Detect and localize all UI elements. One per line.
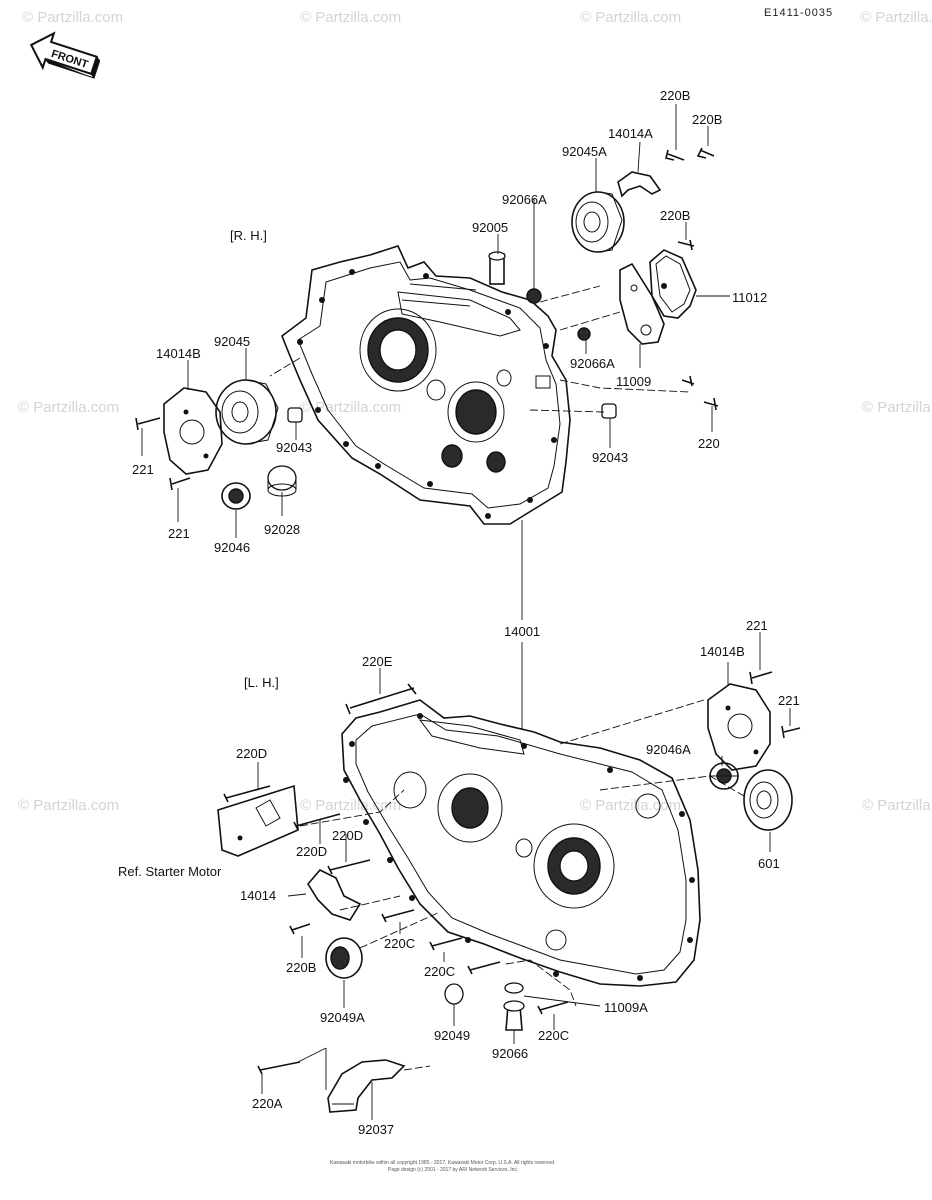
part-14014A-bracket [617, 171, 662, 198]
callout-221: 221 [132, 462, 154, 477]
callout-220B: 220B [660, 88, 690, 103]
callout-92028: 92028 [264, 522, 300, 537]
part-92066A-plugs [526, 288, 591, 341]
part-220B-bolts [665, 147, 719, 411]
callout-220B: 220B [692, 112, 722, 127]
callout-92043: 92043 [276, 440, 312, 455]
callout-220C: 220C [538, 1028, 569, 1043]
part-92037-bracket [327, 1059, 406, 1113]
callout-220D: 220D [296, 844, 327, 859]
callout-220B: 220B [286, 960, 316, 975]
callout-92066: 92066 [492, 1046, 528, 1061]
callout-220D: 220D [332, 828, 363, 843]
callout-14014B: 14014B [700, 644, 745, 659]
callout-92043: 92043 [592, 450, 628, 465]
watermark: © Partzilla.com [862, 797, 932, 814]
leader-lines-right [141, 104, 730, 730]
part-starter-motor-plate [217, 784, 299, 857]
callout-labels: 220B 220B 14014A 92045A 92066A 92005 220… [132, 88, 800, 1137]
part-221-bolts-left [749, 671, 801, 739]
callout-14014: 14014 [240, 888, 276, 903]
leader-lines-left [257, 632, 791, 1120]
section-label-right-hand: [R. H.] [230, 228, 267, 243]
part-92045A-bearing [571, 191, 625, 253]
footer-line: Kawasaki motorbike within all copyright … [330, 1160, 555, 1166]
callout-92049A: 92049A [320, 1010, 365, 1025]
callout-92046A: 92046A [646, 742, 691, 757]
part-92046A-needle-bearing [709, 762, 739, 790]
part-221-bolts-right [135, 417, 191, 491]
callout-221: 221 [746, 618, 768, 633]
part-14014-bracket [307, 869, 362, 921]
part-14014B-plate-right [163, 387, 223, 475]
callout-92045: 92045 [214, 334, 250, 349]
part-220B-bolt-left [289, 923, 311, 935]
callout-92066A: 92066A [502, 192, 547, 207]
part-601-bearing [743, 769, 793, 831]
part-92066-plug [503, 1000, 525, 1031]
part-92045-bearing [215, 379, 279, 445]
part-92028-collar [267, 465, 297, 497]
callout-92049: 92049 [434, 1028, 470, 1043]
crankcase-right-half [281, 245, 571, 525]
callout-11009: 11009 [616, 374, 651, 389]
ref-starter-motor-note: Ref. Starter Motor [118, 864, 222, 879]
callout-92045A: 92045A [562, 144, 607, 159]
watermark: © Partzilla.com [18, 797, 119, 814]
watermark: © Partzilla.com [22, 9, 123, 26]
crankcase-left-half [341, 699, 701, 987]
part-92049A-seal [325, 937, 363, 979]
callout-221: 221 [168, 526, 190, 541]
callout-11009A: 11009A [604, 1000, 648, 1015]
part-11012-cover [649, 249, 697, 319]
callout-220C: 220C [424, 964, 455, 979]
watermark: © Partzilla.com [580, 9, 681, 26]
callout-92046: 92046 [214, 540, 250, 555]
callout-220C: 220C [384, 936, 415, 951]
part-11009-gasket [619, 262, 665, 345]
part-11009A-gasket [504, 982, 524, 994]
callout-221: 221 [778, 693, 800, 708]
callout-11012: 11012 [732, 290, 767, 305]
watermark: © Partzilla.com [300, 9, 401, 26]
part-92043-dowels [287, 403, 617, 423]
footer-line: Page design (c) 2001 - 2017 by ARI Netwo… [388, 1167, 518, 1173]
part-220E-bolt [345, 683, 417, 715]
callout-220: 220 [698, 436, 720, 451]
callout-92066A: 92066A [570, 356, 615, 371]
callout-220A: 220A [252, 1096, 283, 1111]
part-220A-bolt [257, 1061, 301, 1075]
part-14014B-plate-left [707, 683, 771, 771]
part-92049-seal [444, 983, 464, 1005]
watermark: © Partzilla.com [862, 399, 932, 416]
callout-92037: 92037 [358, 1122, 394, 1137]
part-92046-needle-bearing [221, 482, 251, 510]
callout-14014A: 14014A [608, 126, 653, 141]
callout-220B: 220B [660, 208, 690, 223]
callout-92005: 92005 [472, 220, 508, 235]
watermark: © Partzilla.com [18, 399, 119, 416]
part-220C-bolts [381, 909, 569, 1015]
watermark: © Partzilla.com [580, 797, 681, 814]
watermark: © Partzilla.com [300, 797, 401, 814]
front-arrow: FRONT [29, 31, 101, 80]
diagram-code: E1411-0035 [764, 7, 833, 19]
part-220D-bolts [223, 785, 371, 875]
callout-220E: 220E [362, 654, 393, 669]
callout-220D: 220D [236, 746, 267, 761]
part-92005-plug [488, 251, 506, 285]
callout-601: 601 [758, 856, 780, 871]
watermark: © Partzilla.com [860, 9, 932, 26]
callout-14014B: 14014B [156, 346, 201, 361]
footer: Kawasaki motorbike within all copyright … [330, 1160, 555, 1173]
callout-14001: 14001 [504, 624, 540, 639]
watermark-layer: © Partzilla.com © Partzilla.com © Partzi… [18, 9, 932, 814]
section-label-left-hand: [L. H.] [244, 675, 279, 690]
